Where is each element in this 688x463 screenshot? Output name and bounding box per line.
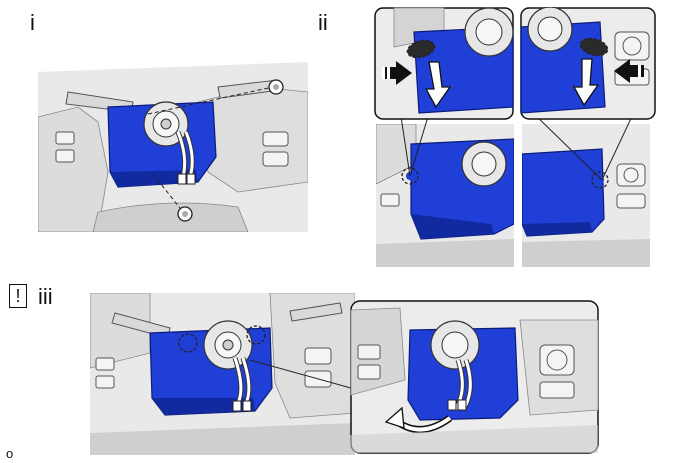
step-label-i: i — [30, 10, 35, 35]
rotate-arrow-icon — [384, 406, 405, 429]
caution-icon: ! — [9, 284, 27, 308]
illustration-step-ii-right — [522, 124, 650, 267]
push-arrow-icon — [614, 59, 644, 83]
zoom-callout-step-iii — [350, 300, 599, 454]
illustration-step-ii-left — [376, 124, 514, 267]
zoom-callout-right — [520, 7, 656, 120]
zoom-callout-left — [374, 7, 514, 120]
figure-code: o — [6, 446, 14, 461]
illustration-step-iii — [90, 293, 355, 455]
step-label-ii: ii — [318, 10, 328, 35]
pull-arrow-icon — [424, 61, 452, 109]
pull-arrow-icon — [572, 58, 600, 107]
illustration-step-i — [38, 62, 308, 232]
step-label-iii: iii — [38, 284, 53, 309]
